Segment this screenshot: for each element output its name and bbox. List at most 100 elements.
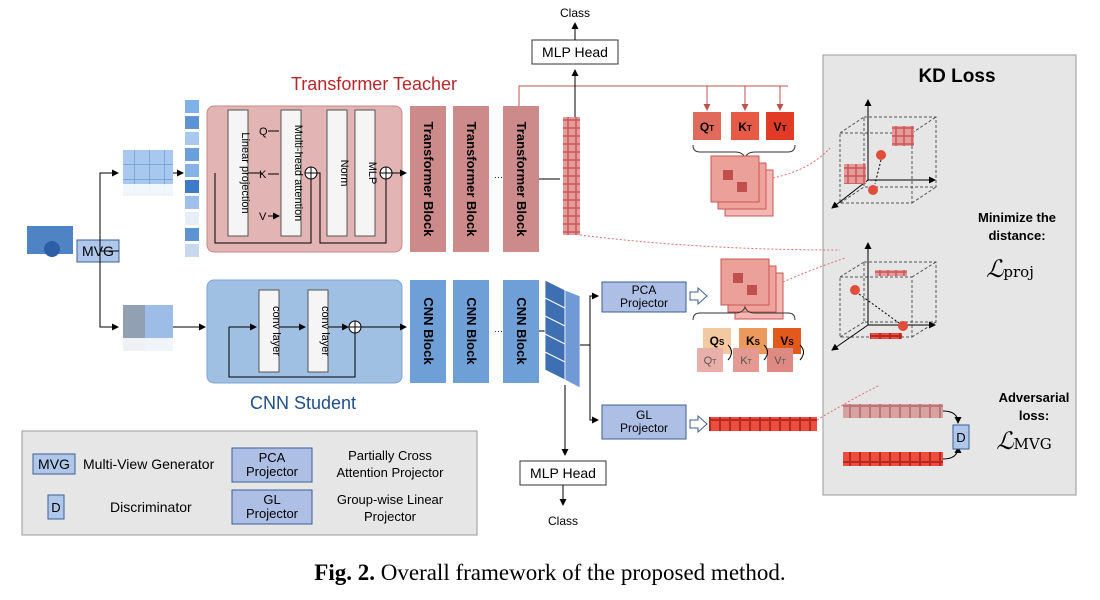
legend-mvg-key <box>32 453 76 475</box>
cnn-block-2-label: CNN Block <box>464 297 479 365</box>
legend-gl-text-2: Projector <box>364 509 417 524</box>
mlp-label: MLP <box>366 162 378 185</box>
patch-sequence <box>185 100 199 257</box>
norm-box <box>326 109 348 237</box>
figure-caption: Fig. 2. Overall framework of the propose… <box>0 560 1100 586</box>
pca-attention-maps <box>720 258 784 320</box>
legend-pca-text-1: Partially Cross <box>348 448 432 463</box>
k-input-label: K <box>259 169 267 181</box>
q-teacher-ghost-box <box>697 348 723 372</box>
gl-projector-label-2: Projector <box>620 421 668 435</box>
linear-projection-label: Linear projection <box>239 132 251 213</box>
legend-gl-key-1: GL <box>263 492 280 507</box>
teacher-feature-column <box>563 117 580 235</box>
projected-point-2 <box>898 321 908 331</box>
legend-pca-key <box>231 447 313 483</box>
student-embedding-cube <box>844 164 866 184</box>
cnn-block-n-label: CNN Block <box>514 297 529 365</box>
k-teacher-box <box>731 112 759 140</box>
conv-layer-2-label: conv layer <box>319 306 331 356</box>
legend-d-key <box>47 494 65 520</box>
mlp-box <box>354 109 376 237</box>
kd-loss-panel <box>822 54 1077 496</box>
teacher-mlp-head-label: MLP Head <box>542 44 608 60</box>
k-teacher-label: KT <box>738 120 752 134</box>
embedding-point-1 <box>876 150 886 160</box>
student-encoder-block <box>206 279 403 384</box>
conv-layer-2 <box>307 289 329 373</box>
v-teacher-ghost-box <box>767 348 793 372</box>
teacher-attention-maps <box>710 155 774 217</box>
legend-gl-key <box>231 489 313 525</box>
transformer-block-n-label: Transformer Block <box>514 122 529 238</box>
legend-mvg-text: Multi-View Generator <box>83 456 215 472</box>
transformer-block-2-label: Transformer Block <box>464 122 479 238</box>
v-teacher-box <box>766 112 794 140</box>
k-teacher-ghost-box <box>733 348 759 372</box>
conv-layer-1-label: conv layer <box>270 306 282 356</box>
student-token-row <box>843 452 943 466</box>
teacher-dots: ······ <box>494 172 512 182</box>
q-teacher-ghost-label: QT <box>704 355 718 367</box>
transformer-block-1 <box>410 106 446 252</box>
discriminator-label: D <box>956 430 965 445</box>
input-image <box>27 226 73 272</box>
legend-gl-key-2: Projector <box>246 506 299 521</box>
gl-output-arrow <box>689 414 708 434</box>
q-input-label: Q <box>259 126 268 138</box>
v-teacher-ghost-label: VT <box>774 355 786 367</box>
student-feature-cube <box>544 279 581 389</box>
mha-box <box>280 109 302 237</box>
k-student-label: KS <box>746 334 761 348</box>
teacher-projected-row <box>875 270 907 276</box>
transformer-block-1-label: Transformer Block <box>421 122 436 238</box>
caption-text: Overall framework of the proposed method… <box>375 560 786 585</box>
teacher-class-label: Class <box>560 6 590 20</box>
student-mlp-head-label: MLP Head <box>530 465 596 481</box>
legend-gl-text-1: Group-wise Linear <box>337 492 444 507</box>
minimize-text-1: Minimize the <box>978 210 1056 225</box>
teacher-token-row <box>843 404 943 418</box>
q-teacher-label: QT <box>700 120 714 134</box>
legend-d-text: Discriminator <box>110 499 192 515</box>
teacher-embedding-cube <box>892 126 914 146</box>
v-teacher-label: VT <box>774 120 787 134</box>
embedding-point-2 <box>868 185 878 195</box>
cnn-block-n <box>503 280 539 383</box>
q-teacher-box <box>693 112 721 140</box>
pca-projector-label-2: Projector <box>620 296 668 310</box>
student-projected-row <box>870 333 902 339</box>
k-teacher-ghost-label: KT <box>740 355 752 367</box>
adversarial-text-1: Adversarial <box>999 390 1070 405</box>
v-student-label: VS <box>780 334 794 348</box>
transformer-block-2 <box>453 106 489 252</box>
legend-pca-key-2: Projector <box>246 464 299 479</box>
v-input-label: V <box>259 211 267 223</box>
pca-output-arrow <box>689 286 708 306</box>
cnn-block-2 <box>453 280 489 383</box>
pca-projector <box>601 281 687 313</box>
teacher-mlp-head <box>531 39 619 65</box>
conv-layer-1 <box>258 289 280 373</box>
legend-mvg-key-label: MVG <box>38 456 70 472</box>
mha-label: Multi-head attention <box>292 125 304 222</box>
transformer-block-n <box>503 106 539 252</box>
projected-point-1 <box>850 285 860 295</box>
mvg-label: MVG <box>82 243 114 259</box>
cnn-block-1 <box>410 280 446 383</box>
student-dots: ······ <box>494 326 512 336</box>
norm-label: Norm <box>338 160 350 187</box>
adversarial-text-2: loss: <box>1019 408 1049 423</box>
pca-projector-label-1: PCA <box>632 283 657 297</box>
kd-loss-title: KD Loss <box>918 66 995 87</box>
projection-space-cube-1 <box>839 116 937 204</box>
legend-d-key-label: D <box>51 500 60 515</box>
cnn-block-1-label: CNN Block <box>421 297 436 365</box>
legend-pca-key-1: PCA <box>259 450 286 465</box>
figure-label: Fig. 2. <box>314 560 375 585</box>
gl-projector-label-1: GL <box>636 408 652 422</box>
discriminator-box <box>952 424 970 450</box>
minimize-text-2: distance: <box>988 228 1045 243</box>
student-title: CNN Student <box>250 393 356 413</box>
